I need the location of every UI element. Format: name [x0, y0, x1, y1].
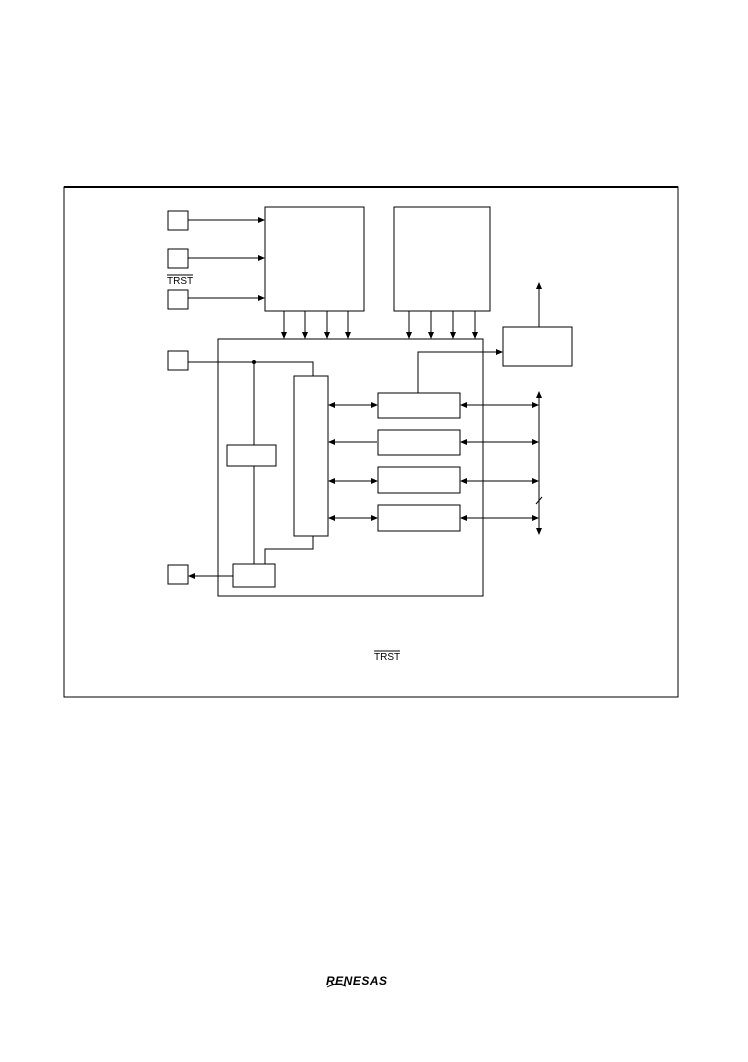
- reg1-to-external-line: [417, 349, 503, 393]
- register-block-2: [377, 429, 461, 456]
- trst-note-label: TRST: [374, 652, 400, 663]
- vertical-bus-block: [293, 375, 329, 537]
- input-pin-box-2: [167, 248, 189, 269]
- inner-left-block: [226, 444, 277, 467]
- upper-left-block: [264, 206, 365, 312]
- renesas-logo: RENESAS: [326, 974, 388, 988]
- bus-to-output-line: [264, 536, 314, 564]
- register-block-3: [377, 466, 461, 494]
- pin4-line: [188, 361, 314, 376]
- junction-dot: [252, 360, 256, 364]
- input-pin-box-4: [167, 350, 189, 371]
- input-pin-box-trst: [167, 289, 189, 310]
- trst-pin-label: TRST: [167, 276, 193, 287]
- external-block: [502, 326, 573, 367]
- register-block-4: [377, 504, 461, 532]
- output-control-block: [232, 563, 276, 588]
- input-pin-box-1: [167, 210, 189, 231]
- main-block: [217, 338, 484, 597]
- renesas-logo-text: RENESAS: [326, 974, 388, 988]
- external-bus-slash: [535, 496, 543, 505]
- output-pin-box: [167, 564, 189, 585]
- upper-right-block: [393, 206, 491, 312]
- register-block-1: [377, 392, 461, 419]
